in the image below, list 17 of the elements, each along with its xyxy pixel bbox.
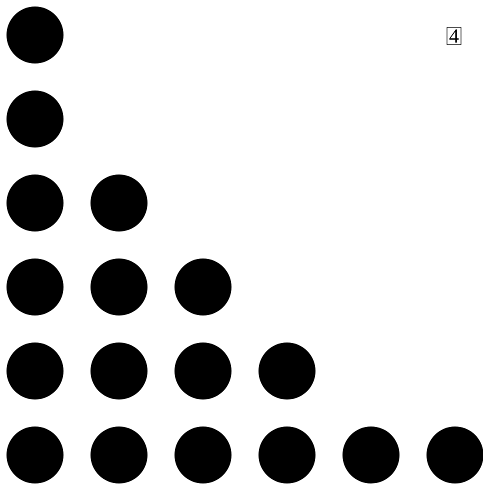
- dot: [174, 258, 232, 316]
- dot: [90, 426, 148, 484]
- dot: [6, 90, 64, 148]
- dot: [6, 426, 64, 484]
- dot: [174, 426, 232, 484]
- dot: [258, 342, 316, 400]
- boxed-number: 4: [446, 27, 462, 45]
- dot: [90, 342, 148, 400]
- dot: [174, 342, 232, 400]
- dot: [342, 426, 400, 484]
- dot: [6, 258, 64, 316]
- dot: [90, 258, 148, 316]
- dot: [258, 426, 316, 484]
- dot: [90, 174, 148, 232]
- dot: [6, 6, 64, 64]
- dot: [6, 342, 64, 400]
- dot: [6, 174, 64, 232]
